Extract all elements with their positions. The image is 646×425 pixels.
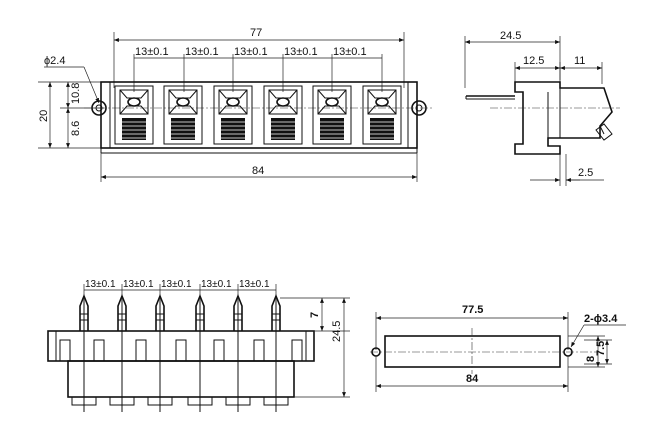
- dim-top-width-total: 8: [585, 356, 597, 362]
- dim-front-overall-top: 77: [250, 27, 262, 39]
- dim-pin-pitch-2: 13±0.1: [123, 279, 154, 290]
- terminal-cell: [362, 85, 402, 145]
- dim-top-width: 7.5: [595, 341, 607, 356]
- terminal-cell: [312, 85, 352, 145]
- dim-front-pitch-3: 13±0.1: [234, 46, 268, 58]
- dim-pin-pitch-5: 13±0.1: [239, 279, 270, 290]
- pin-view-body: [47, 330, 315, 362]
- side-body: [514, 81, 613, 155]
- top-view: 77.5 2-ϕ3.4 8 7.5 84: [370, 304, 626, 392]
- dim-front-pitch-1: 13±0.1: [135, 46, 169, 58]
- dim-side-inner: 12.5: [523, 55, 544, 67]
- dim-pin-pitch-4: 13±0.1: [201, 279, 232, 290]
- dim-pin-pitch-3: 13±0.1: [161, 279, 192, 290]
- front-view: 77 13±0.1 13±0.1 13±0.1 13±0.1 13±0.1 ϕ2…: [38, 27, 432, 182]
- dim-front-hole-dia: ϕ2.4: [44, 55, 65, 67]
- terminal-cell: [114, 85, 154, 145]
- terminal-cell: [213, 85, 253, 145]
- side-view: 24.5 12.5 11 2.5: [464, 30, 620, 186]
- terminal-cell: [263, 85, 303, 145]
- dim-front-height-lower: 8.6: [70, 121, 82, 136]
- pin-view-feet: [71, 396, 289, 406]
- dim-top-holes: 2-ϕ3.4: [584, 313, 618, 325]
- pin-view: 13±0.1 13±0.1 13±0.1 13±0.1 13±0.1: [47, 279, 350, 412]
- dim-front-height-total: 20: [38, 110, 50, 122]
- dim-front-height-upper: 10.8: [70, 83, 82, 104]
- dim-front-overall-bottom: 84: [252, 165, 264, 177]
- dim-side-front: 11: [574, 55, 585, 67]
- terminal-cell: [163, 85, 203, 145]
- dim-side-foot: 2.5: [578, 167, 593, 179]
- top-body: [384, 335, 561, 368]
- dim-top-hole-span: 77.5: [462, 304, 483, 316]
- dim-front-pitch-5: 13±0.1: [333, 46, 367, 58]
- dim-front-pitch-4: 13±0.1: [284, 46, 318, 58]
- dim-pin-height: 24.5: [331, 321, 343, 342]
- front-terminals: [114, 85, 402, 145]
- dim-top-overall: 84: [466, 373, 479, 385]
- dim-side-depth: 24.5: [500, 30, 521, 42]
- dim-front-pitch-2: 13±0.1: [185, 46, 219, 58]
- dim-pin-pitch-1: 13±0.1: [85, 279, 116, 290]
- dim-pin-length: 7: [309, 312, 321, 318]
- pins: [79, 293, 281, 412]
